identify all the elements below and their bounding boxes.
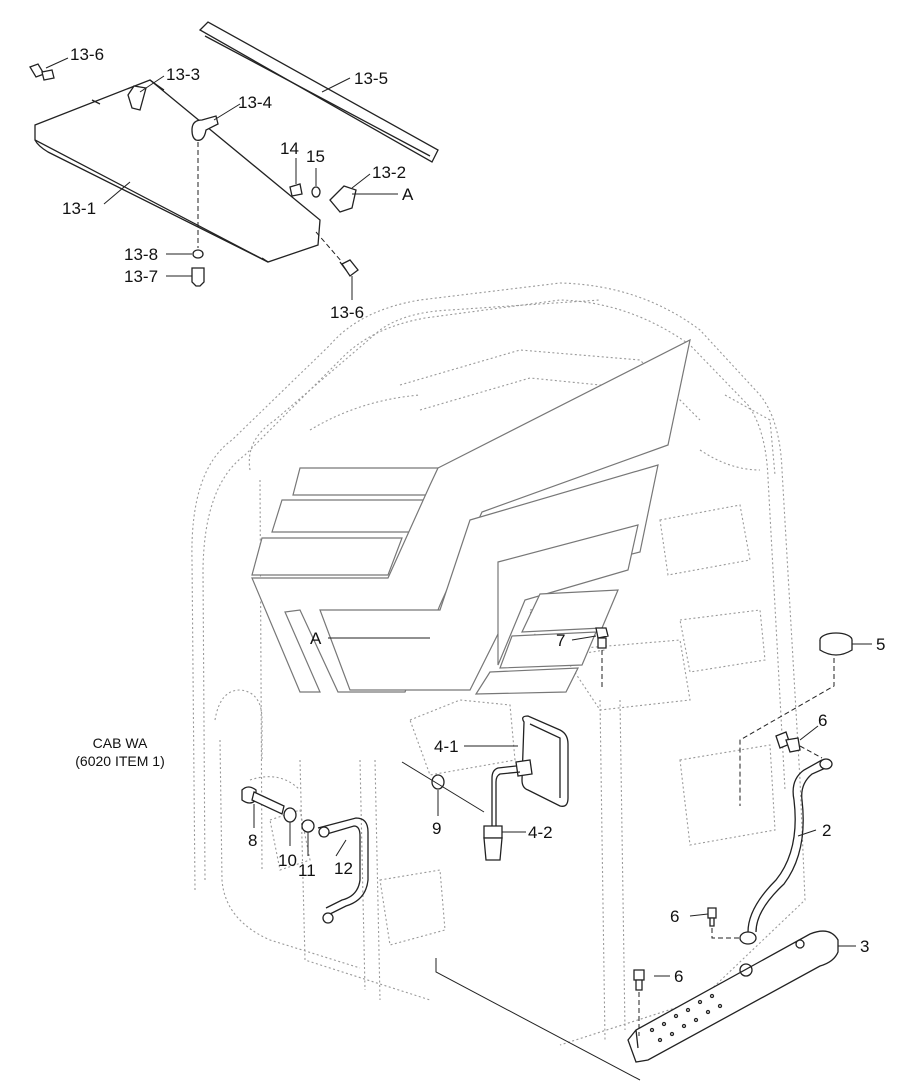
label-6-middle: 6	[670, 907, 679, 926]
label-13-6-bottom: 13-6	[330, 303, 364, 322]
assembly-frame-line	[435, 958, 641, 1081]
washer-11	[301, 819, 315, 833]
bolt-7	[595, 627, 609, 649]
step-3	[627, 930, 839, 1063]
washer-10	[283, 807, 297, 823]
assembly-line-6-right	[799, 745, 823, 759]
label-ref-a-top: A	[402, 185, 414, 204]
handle-12	[317, 817, 369, 924]
leader-lines	[45, 57, 872, 977]
screw-13-7	[191, 267, 205, 287]
hinge-plate	[329, 185, 357, 213]
cab-logo-decal	[251, 338, 691, 695]
cab-note-line1: CAB WA	[93, 735, 148, 751]
label-14: 14	[280, 139, 299, 158]
label-13-2: 13-2	[372, 163, 406, 182]
label-3: 3	[860, 937, 869, 956]
label-13-5: 13-5	[354, 69, 388, 88]
label-4-2: 4-2	[528, 823, 553, 842]
label-13-1: 13-1	[62, 199, 96, 218]
label-9: 9	[432, 819, 441, 838]
label-13-4: 13-4	[238, 93, 272, 112]
label-15: 15	[306, 147, 325, 166]
assembly-line-visor-right	[315, 231, 343, 263]
assembly-line-6-middle	[711, 928, 740, 939]
grab-bar-2	[739, 758, 833, 945]
mirror-assembly	[483, 715, 569, 861]
label-ref-a-logo: A	[310, 629, 322, 648]
label-6-lower: 6	[674, 967, 683, 986]
bolt-6-middle	[707, 907, 717, 927]
label-2: 2	[822, 821, 831, 840]
visor-clip	[191, 115, 219, 141]
visor-bracket	[127, 85, 147, 111]
washer-13-8	[192, 249, 204, 259]
label-5: 5	[876, 635, 885, 654]
label-10: 10	[278, 851, 297, 870]
label-4-1: 4-1	[434, 737, 459, 756]
label-12: 12	[334, 859, 353, 878]
callout-labels: 13-6 13-3 13-5 13-4 14 15 13-2 A 13-1 13…	[62, 45, 885, 986]
bolt-8	[241, 786, 285, 815]
assembly-line-mirror	[401, 761, 485, 813]
bolt-6-right	[775, 731, 801, 753]
label-13-7: 13-7	[124, 267, 158, 286]
bolt-13-6-top	[29, 63, 55, 81]
visor-rail	[198, 21, 439, 163]
bolt-6-lower	[633, 969, 645, 991]
sun-visor-assembly	[34, 79, 321, 263]
washer-15	[311, 186, 321, 198]
label-6-right: 6	[818, 711, 827, 730]
label-8: 8	[248, 831, 257, 850]
cap-5	[819, 632, 853, 656]
cab-note-line2: (6020 ITEM 1)	[75, 753, 164, 769]
label-7: 7	[556, 631, 565, 650]
label-11: 11	[298, 861, 316, 880]
label-13-6-top: 13-6	[70, 45, 104, 64]
screw-14	[289, 183, 303, 197]
assembly-line-cap	[739, 658, 835, 806]
label-13-8: 13-8	[124, 245, 158, 264]
bolt-13-6-bottom	[339, 259, 359, 277]
label-13-3: 13-3	[166, 65, 200, 84]
